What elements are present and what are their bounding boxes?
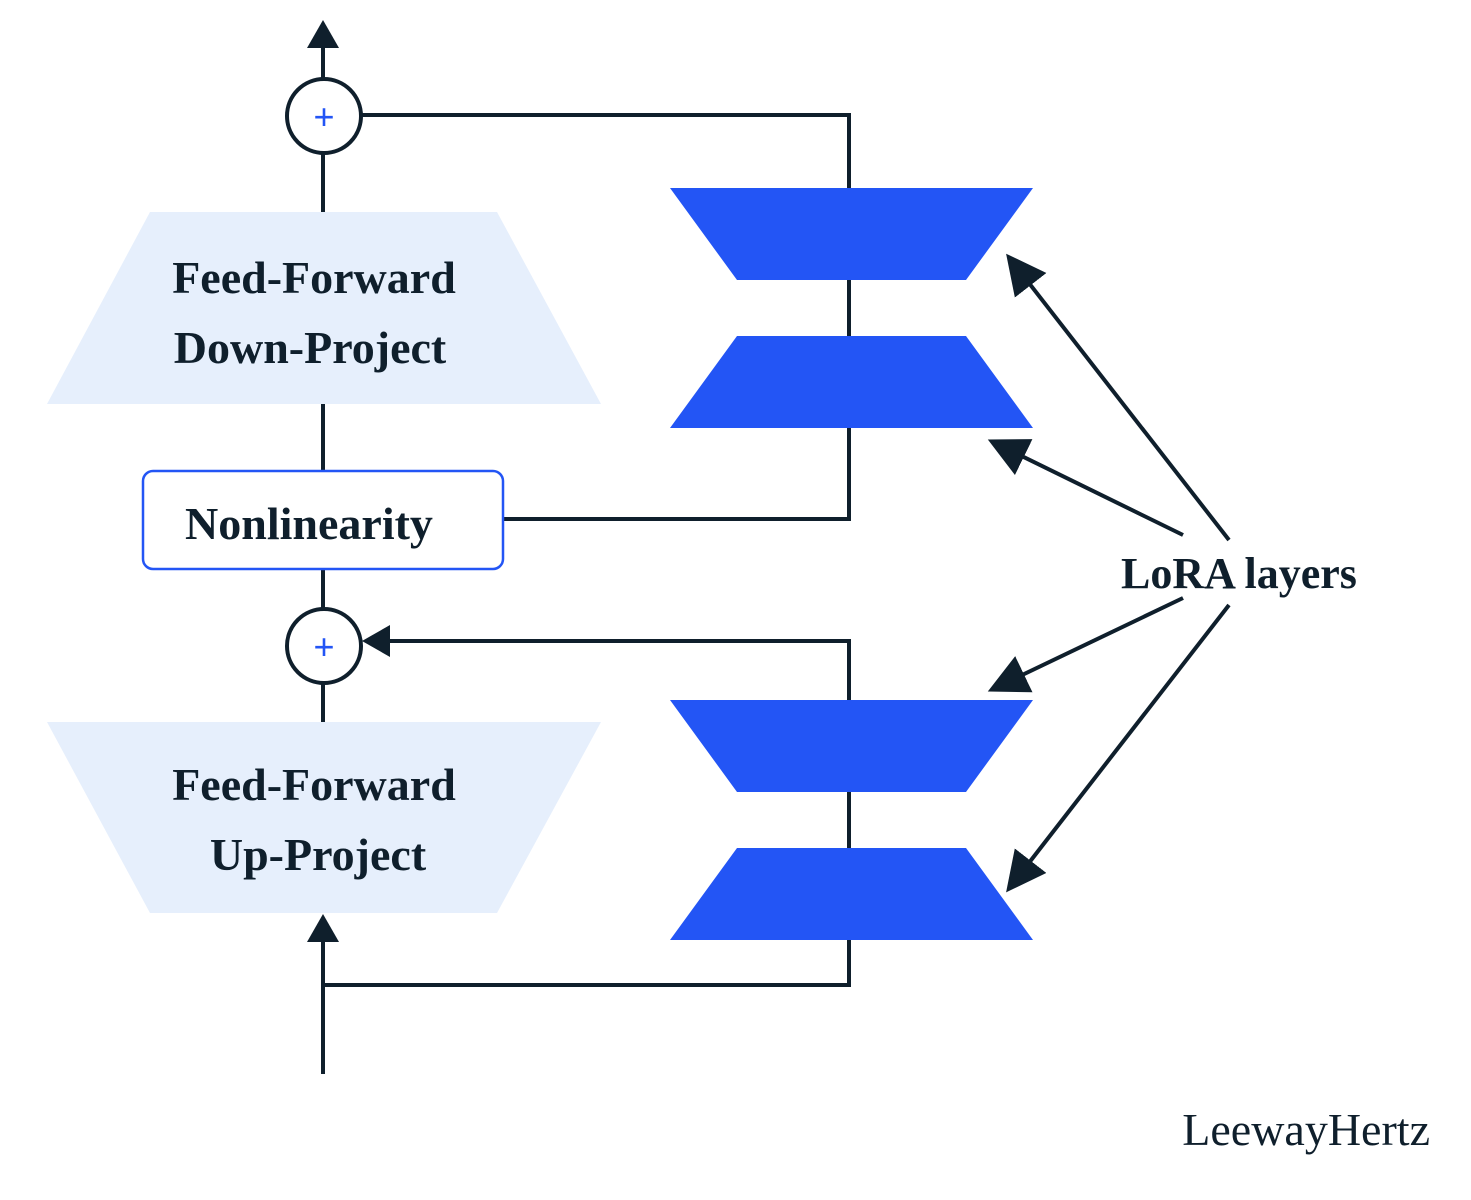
pointer-arrow-2 (987, 439, 1184, 537)
output-arrowhead (307, 20, 339, 48)
wire-lora-top-to-adder-top (362, 113, 851, 188)
lora-layer-4 (670, 848, 1033, 940)
ff-up-project-label-line2: Up-Project (210, 829, 427, 880)
wire-nonlinearity-to-lora-top (499, 428, 851, 521)
wire-lora-bottom-to-adder-bottom (388, 639, 851, 700)
adder-bottom-arrowhead (362, 625, 390, 657)
ff-down-project-label-line2: Down-Project (174, 322, 447, 373)
pointer-arrow-1 (1006, 253, 1231, 542)
lora-layer-3 (670, 700, 1033, 792)
ff-down-project-label-line1: Feed-Forward (172, 252, 456, 303)
pointer-arrow-4 (1006, 603, 1231, 893)
nonlinearity-box (141, 469, 505, 571)
leewayhertz-watermark: LeewayHertz (1182, 1104, 1430, 1155)
adder-bottom-plus-icon: + (313, 626, 334, 667)
lora-layers-annotation: LoRA layers (1121, 549, 1357, 598)
ff-down-project-block (47, 212, 601, 404)
lora-layer-2 (670, 336, 1033, 428)
pointer-arrow-3 (987, 596, 1184, 693)
adder-top: + (285, 77, 363, 155)
input-arrowhead (307, 914, 339, 942)
lora-layer-1 (670, 188, 1033, 280)
ff-up-project-label-line1: Feed-Forward (172, 759, 456, 810)
adder-bottom-circle (285, 607, 363, 685)
adder-bottom: + (285, 607, 363, 685)
ff-up-project-block (47, 722, 601, 913)
adder-top-plus-icon: + (313, 96, 334, 137)
wire-input-to-lora-bottom (323, 940, 851, 987)
adder-top-circle (285, 77, 363, 155)
nonlinearity-label: Nonlinearity (185, 498, 433, 549)
